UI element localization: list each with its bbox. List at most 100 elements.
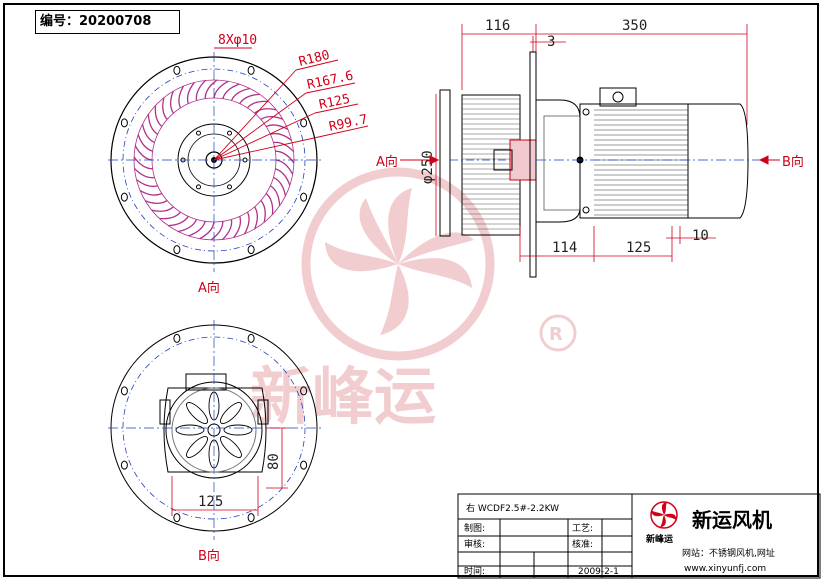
impeller-blade — [168, 216, 189, 227]
mounting-hole — [120, 460, 128, 470]
impeller-blade — [239, 93, 260, 104]
watermark-logo: R 新峰运 — [250, 167, 577, 433]
mounting-hole — [247, 333, 255, 343]
impeller-blade — [247, 100, 269, 109]
title-block — [457, 493, 821, 579]
company-logo-icon — [650, 501, 678, 529]
radius-r125: R125 — [318, 92, 352, 113]
impeller-blade — [270, 185, 281, 206]
impeller-blade — [243, 211, 250, 235]
impeller-blade — [210, 221, 224, 241]
grille-petal — [175, 424, 205, 436]
document-number: 编号：20200708 — [35, 10, 180, 34]
impeller-blade — [260, 115, 284, 120]
impeller-blade — [162, 97, 168, 120]
impeller-blade — [275, 150, 295, 164]
impeller-blade — [154, 105, 163, 127]
mounting-hole — [173, 245, 181, 255]
mounting-hole — [300, 192, 308, 202]
impeller-blade — [177, 219, 198, 233]
arrow-a-label: A向 — [376, 154, 398, 170]
mounting-hole — [120, 118, 128, 128]
hub-bolt — [196, 130, 201, 136]
mounting-hole — [120, 386, 128, 396]
grille-petal — [220, 402, 242, 424]
rear-view: 125 80 B向 — [108, 320, 322, 564]
impeller-blade — [204, 79, 218, 99]
impeller-blade — [230, 87, 251, 101]
impeller-blade — [144, 200, 168, 205]
dim-125-side: 125 — [626, 240, 651, 256]
company-url: www.xinyunfj.com — [684, 564, 766, 574]
drawing-date: 2009-2-1 — [578, 567, 619, 577]
impeller-blade — [133, 156, 153, 170]
mounting-hole — [300, 460, 308, 470]
mounting-hole — [300, 118, 308, 128]
grille-petal — [186, 436, 208, 458]
impeller-blade — [133, 167, 155, 179]
impeller-blade — [222, 83, 240, 99]
svg-text:R: R — [549, 324, 563, 345]
grille-petal — [223, 424, 253, 436]
impeller-blade — [137, 134, 153, 152]
impeller-blade — [233, 216, 242, 238]
impeller-blade — [265, 193, 274, 215]
arrow-b-label: B向 — [782, 154, 804, 170]
impeller-blade — [195, 79, 207, 101]
grille-petal — [186, 402, 208, 424]
dim-116: 116 — [485, 18, 510, 34]
dim-10: 10 — [692, 228, 709, 244]
impeller-blade — [273, 176, 287, 197]
sheet-border — [3, 3, 819, 577]
impeller-blade — [260, 200, 266, 223]
impeller-blade — [213, 80, 229, 99]
grille-petal — [220, 436, 242, 458]
hub-bolt — [227, 184, 232, 190]
dim-3: 3 — [547, 34, 555, 50]
impeller-blade — [147, 114, 158, 135]
radius-r99: R99.7 — [328, 112, 369, 135]
impeller-blade — [134, 145, 153, 161]
impeller-blade — [186, 82, 195, 104]
impeller-blade — [275, 159, 294, 175]
impeller-blade — [188, 221, 206, 237]
mounting-hole — [247, 513, 255, 523]
impeller-blade — [265, 124, 289, 131]
impeller-blade — [275, 168, 291, 186]
label-reviewer: 审核: — [464, 538, 485, 550]
label-time: 时间: — [464, 565, 485, 577]
radius-r167: R167.6 — [306, 68, 355, 92]
logo-text: 新峰运 — [646, 533, 674, 545]
dim-350: 350 — [622, 18, 647, 34]
label-craft: 工艺: — [572, 523, 593, 534]
mounting-hole — [173, 65, 181, 75]
rear-dim-80: 80 — [266, 453, 282, 470]
impeller-blade — [136, 179, 158, 188]
mounting-hole — [247, 65, 255, 75]
label-drafter: 制图: — [464, 522, 485, 534]
side-view: 116 350 3 — [376, 18, 804, 278]
mounting-hole — [173, 333, 181, 343]
mounting-hole — [173, 513, 181, 523]
dim-dia-250: φ250 — [420, 150, 436, 184]
company-website: 网站：不锈钢风机,网址 — [682, 547, 775, 559]
impeller-blade — [141, 123, 155, 144]
mounting-hole — [247, 245, 255, 255]
watermark-text: 新峰运 — [250, 360, 436, 433]
impeller-blade — [151, 206, 174, 212]
hub-bolt — [227, 130, 232, 136]
dim-114: 114 — [552, 240, 577, 256]
impeller-blade — [178, 85, 185, 109]
impeller-blade — [159, 211, 181, 220]
company-name: 新运风机 — [692, 508, 772, 532]
mounting-hole — [300, 386, 308, 396]
impeller-blade — [221, 219, 233, 241]
mounting-hole — [120, 192, 128, 202]
impeller-blade — [254, 108, 277, 114]
impeller-blade — [139, 189, 163, 196]
rear-dim-125: 125 — [198, 494, 223, 510]
hole-callout: 8Xφ10 — [218, 33, 257, 48]
impeller-blade — [254, 206, 259, 230]
